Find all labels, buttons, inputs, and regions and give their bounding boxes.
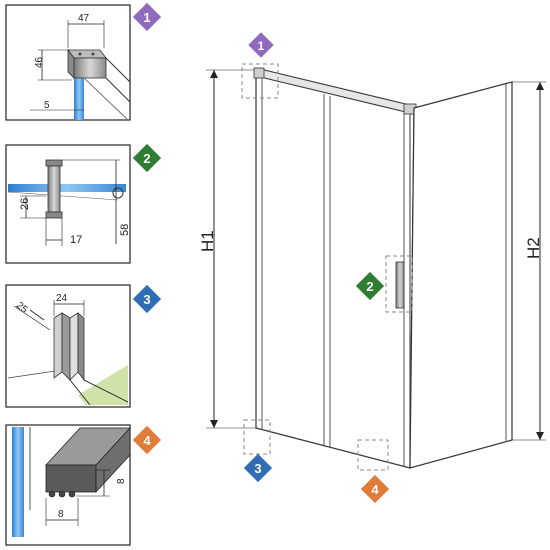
handle-top-cap (45, 159, 63, 167)
main-callout-2: 2 (355, 271, 385, 301)
glass-pane (8, 184, 126, 192)
floor-profile (53, 312, 63, 379)
dim-26-label: 26 (19, 198, 31, 210)
glass-pane (12, 427, 24, 537)
handle-bottom-cap (45, 211, 63, 219)
badge-2: 2 (132, 143, 162, 173)
detail-1-panel: 47 46 5 (5, 4, 131, 121)
detail-3-panel: 25 24 (5, 284, 131, 408)
side-panel (409, 81, 513, 469)
callout-box-1 (241, 63, 279, 99)
detail-4-panel: 8 8 (5, 424, 131, 546)
door-handle (395, 261, 405, 309)
svg-text:1: 1 (258, 39, 265, 53)
h2-label: H2 (524, 237, 543, 259)
front-panel (255, 69, 415, 469)
dim-24-label: 24 (56, 293, 68, 304)
callout-box-4 (357, 439, 389, 471)
svg-text:1: 1 (143, 10, 150, 25)
svg-text:2: 2 (143, 151, 150, 166)
callout-box-3 (243, 419, 271, 455)
dim-17-label: 17 (70, 234, 82, 246)
floor-area (78, 365, 128, 405)
badge-3: 3 (132, 284, 162, 314)
lock-icon (112, 187, 124, 199)
dim-5-label: 5 (44, 100, 50, 111)
h1-label: H1 (198, 230, 217, 252)
dim-58-label: 58 (119, 224, 131, 236)
svg-text:3: 3 (254, 461, 261, 476)
main-callout-3: 3 (243, 453, 273, 483)
handle-bar (47, 165, 61, 213)
callout-box-2 (385, 255, 413, 313)
badge-1: 1 (132, 2, 162, 32)
svg-text:4: 4 (143, 433, 151, 448)
badge-4: 4 (132, 425, 162, 455)
dim-46-label: 46 (34, 56, 45, 68)
detail-2-panel: 26 17 58 (5, 144, 131, 264)
main-callout-4: 4 (360, 474, 390, 504)
main-callout-1: 1 (248, 32, 274, 58)
dim-8-vertical-label: 8 (116, 478, 127, 484)
svg-text:4: 4 (371, 482, 379, 497)
svg-text:2: 2 (366, 279, 373, 294)
svg-text:3: 3 (143, 292, 150, 307)
glass-pane (74, 70, 84, 120)
dim-47-label: 47 (78, 13, 90, 24)
dim-8-horizontal-label: 8 (58, 509, 64, 520)
shower-enclosure: H1 H2 (198, 63, 546, 471)
top-profile (67, 49, 107, 59)
